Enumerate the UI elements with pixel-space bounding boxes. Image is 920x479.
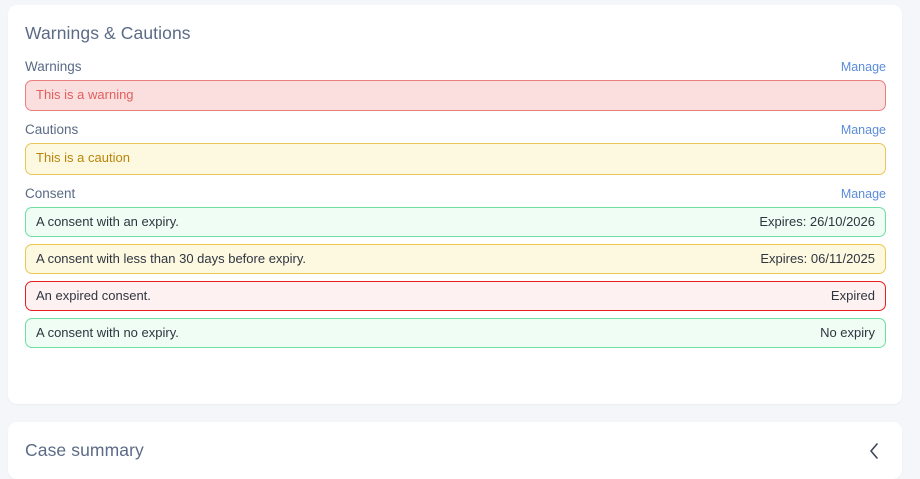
consent-label: Consent	[25, 185, 76, 201]
list-item: An expired consent. Expired	[25, 280, 886, 311]
manage-warnings-link[interactable]: Manage	[840, 60, 886, 74]
cautions-section-header: Cautions Manage	[25, 122, 886, 137]
cautions-label: Cautions	[25, 122, 79, 138]
consent-description: A consent with an expiry.	[36, 213, 179, 229]
list-item: A consent with no expiry. No expiry	[25, 317, 886, 348]
warning-alert: This is a warning	[25, 80, 886, 112]
caution-alert-text: This is a caution	[36, 150, 130, 166]
consent-description: An expired consent.	[36, 287, 151, 303]
warnings-label: Warnings	[25, 59, 82, 74]
page-title: Warnings & Cautions	[25, 23, 191, 43]
manage-consent-link[interactable]: Manage	[840, 186, 886, 201]
warning-alert-text: This is a warning	[36, 87, 134, 102]
case-summary-card: Case summary	[8, 422, 902, 479]
spacer	[25, 111, 886, 122]
consent-expiry-status: Expires: 06/11/2025	[760, 250, 875, 266]
consent-expiry-status: No expiry	[820, 324, 875, 340]
chevron-left-icon[interactable]	[864, 441, 884, 461]
consent-expiry-status: Expired	[830, 287, 875, 303]
case-summary-title: Case summary	[25, 440, 144, 460]
consent-expiry-status: Expires: 26/10/2026	[759, 213, 875, 229]
consent-list: A consent with an expiry. Expires: 26/10…	[25, 206, 886, 348]
consent-section-header: Consent Manage	[25, 186, 886, 201]
caution-alert: This is a caution	[25, 143, 886, 175]
manage-cautions-link[interactable]: Manage	[840, 123, 886, 138]
list-item: A consent with less than 30 days before …	[25, 243, 886, 274]
consent-description: A consent with less than 30 days before …	[36, 250, 307, 266]
warnings-section-header: Warnings Manage	[25, 59, 886, 74]
consent-description: A consent with no expiry.	[36, 324, 179, 340]
list-item: A consent with an expiry. Expires: 26/10…	[25, 206, 886, 237]
spacer	[25, 175, 886, 186]
warnings-cautions-card: Warnings & Cautions Warnings Manage This…	[8, 5, 902, 404]
